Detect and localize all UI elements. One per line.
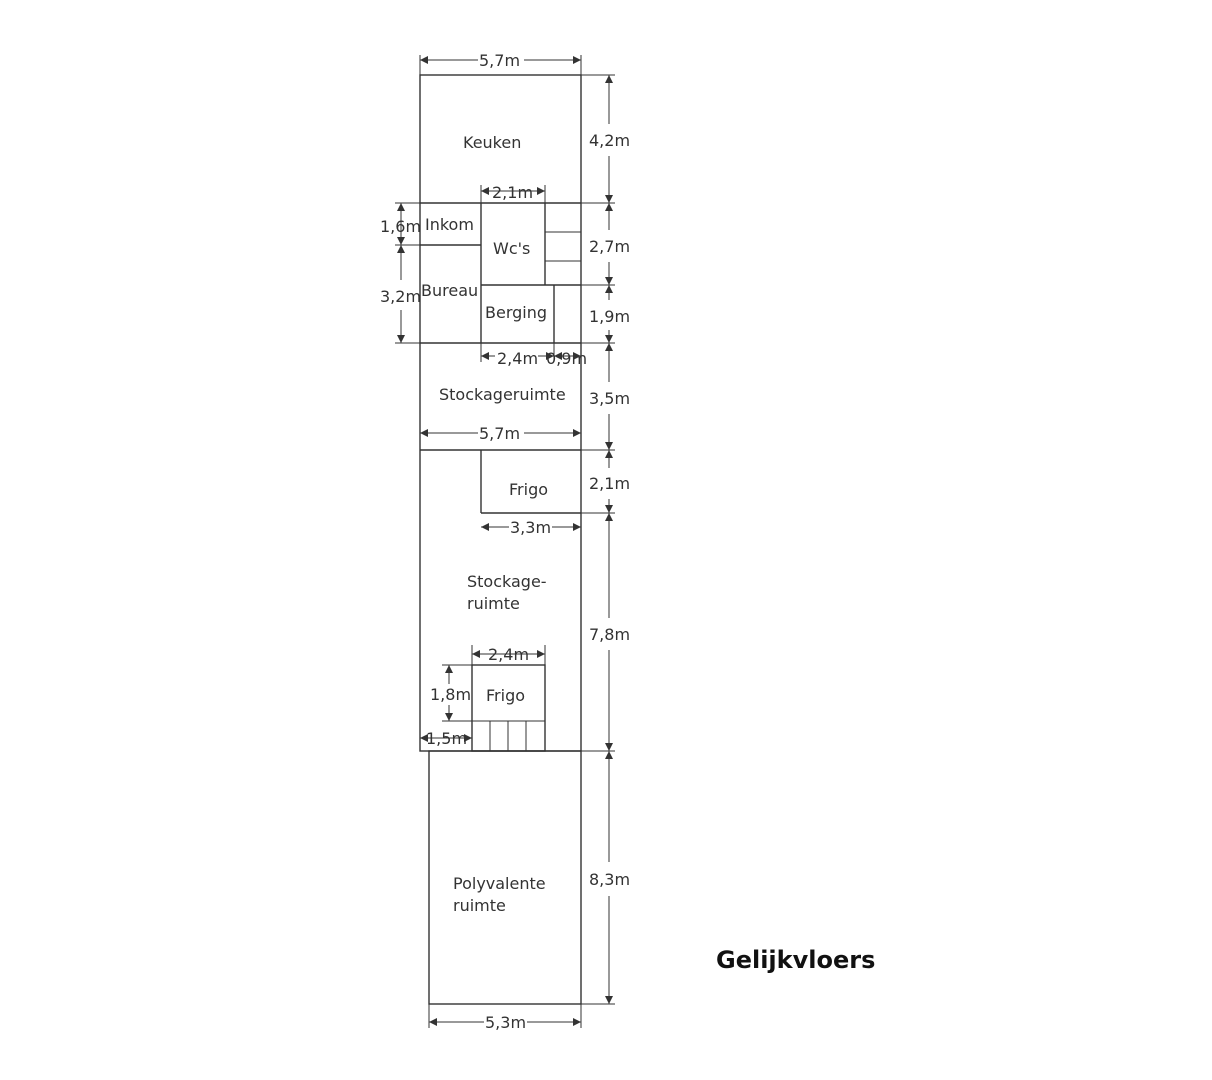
dimension-labels: 5,7m 4,2m 2,1m 1,6m 2,7m 3,2m 1,9m 2,4m … <box>380 51 630 1032</box>
room-stockage2-line1: Stockage- <box>467 572 547 591</box>
walls <box>419 74 582 1005</box>
dim-inkom-height: 1,6m <box>380 217 421 236</box>
dim-side-width: 0,9m <box>546 349 587 368</box>
room-berging: Berging <box>485 303 547 322</box>
room-polyvalente-line2: ruimte <box>453 896 506 915</box>
room-labels: Keuken Inkom Wc's Bureau Berging Stockag… <box>421 133 566 915</box>
dim-frigo1-height: 2,1m <box>589 474 630 493</box>
room-stockage2-line2: ruimte <box>467 594 520 613</box>
dim-stockage2-height: 7,8m <box>589 625 630 644</box>
dim-frigo1-width: 3,3m <box>510 518 551 537</box>
room-keuken: Keuken <box>463 133 521 152</box>
dim-stockage1-width: 5,7m <box>479 424 520 443</box>
room-bureau: Bureau <box>421 281 478 300</box>
room-frigo2: Frigo <box>486 686 525 705</box>
dim-polyvalente-height: 8,3m <box>589 870 630 889</box>
dim-bottom-width: 5,3m <box>485 1013 526 1032</box>
dim-wc-width: 2,1m <box>492 183 533 202</box>
floor-title: Gelijkvloers <box>716 946 876 974</box>
dim-top-width: 5,7m <box>479 51 520 70</box>
dim-frigo2-width: 2,4m <box>488 645 529 664</box>
dim-bottom-left-width: 1,5m <box>426 729 467 748</box>
dim-wc-height: 2,7m <box>589 237 630 256</box>
room-stockage1: Stockageruimte <box>439 385 566 404</box>
dim-berging-height: 1,9m <box>589 307 630 326</box>
dim-frigo2-height: 1,8m <box>430 685 471 704</box>
dim-keuken-height: 4,2m <box>589 131 630 150</box>
dim-berging-width: 2,4m <box>497 349 538 368</box>
dim-bureau-height: 3,2m <box>380 287 421 306</box>
room-frigo1: Frigo <box>509 480 548 499</box>
dimension-lines <box>397 56 613 1026</box>
room-inkom: Inkom <box>425 215 474 234</box>
room-wcs: Wc's <box>493 239 530 258</box>
dim-stockage1-height: 3,5m <box>589 389 630 408</box>
room-polyvalente-line1: Polyvalente <box>453 874 546 893</box>
